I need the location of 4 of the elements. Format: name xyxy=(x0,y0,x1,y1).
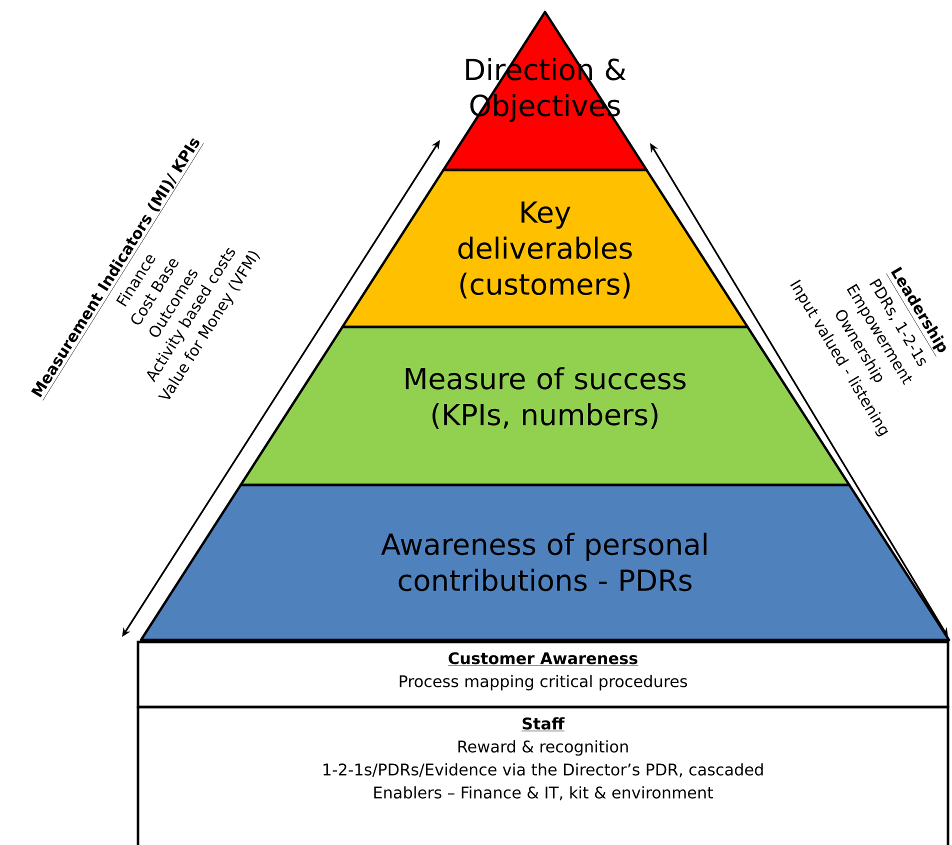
text-box: Customer Awareness Process mapping critical procedures xyxy=(136,640,950,708)
text-box: Staff Reward & recognition 1-2-1s/PDRs/Evidence via the Director’s PDR, cascaded Enablers – Finance & IT, kit & environment xyxy=(136,706,950,845)
pyramid-band: Key deliverables (customers) xyxy=(341,168,749,328)
pyramid-band: Awareness of personal contributions - PDRs xyxy=(140,484,950,642)
